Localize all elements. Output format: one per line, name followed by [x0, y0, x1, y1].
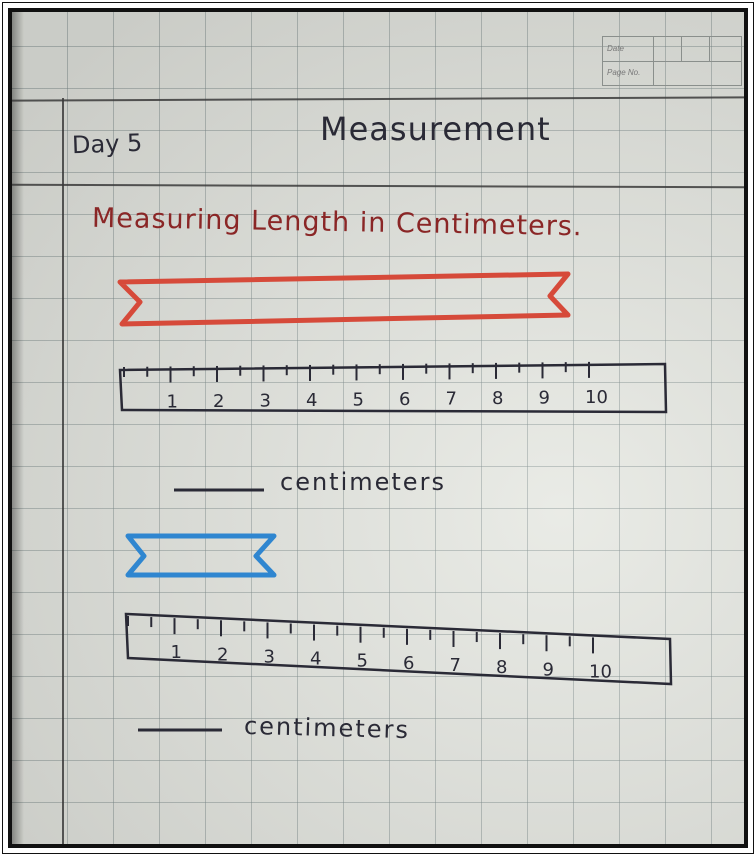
paper-shading [12, 12, 744, 844]
ruler-1-label: 2 [213, 391, 224, 412]
ruler-1-label: 4 [306, 390, 317, 411]
ruler-2-label: 5 [357, 651, 368, 672]
page-fold-shadow [12, 12, 24, 844]
margin-line [62, 98, 64, 844]
drawings: 1 2 3 4 5 6 7 8 9 10 1 2 3 4 5 6 7 8 9 10 [117, 271, 673, 732]
ruler-1-label: 6 [399, 389, 410, 410]
ruler-2-label: 1 [171, 642, 182, 663]
ruler-1-label: 7 [446, 388, 457, 409]
centimeters-label-1: centimeters [280, 468, 446, 496]
ruler-2-body [124, 612, 673, 686]
date-page-box: Date Page No. [602, 36, 742, 86]
ruler-1-label: 9 [539, 387, 550, 408]
page-row: Page No. [603, 61, 741, 85]
ruler-1-label: 8 [492, 388, 503, 409]
centimeters-label-2: centimeters [243, 711, 411, 745]
red-strip [117, 271, 571, 327]
ruler-2-label: 3 [264, 646, 275, 667]
ruler-2-ticks [127, 616, 594, 654]
ruler-1-label: 3 [260, 390, 271, 411]
ruler-2-label: 7 [450, 655, 461, 676]
graph-paper [12, 12, 744, 844]
ruler-1-label: 1 [167, 391, 178, 412]
date-row: Date [603, 37, 741, 62]
ruler-1-ticks [123, 361, 590, 383]
photo-frame: Date Page No. Day 5 Measurement Measurin… [8, 8, 748, 848]
ruler-1-label: 5 [353, 389, 364, 410]
ruler-2-labels: 1 2 3 4 5 6 7 8 9 10 [171, 642, 612, 682]
ruler-1-body [118, 362, 668, 414]
date-label: Date [607, 44, 624, 53]
ruler-2-label: 6 [403, 653, 414, 674]
ruler-2-label: 9 [543, 659, 554, 680]
ruler-1-label: 10 [585, 387, 608, 408]
page-label: Page No. [607, 68, 641, 77]
ruler-2-label: 4 [310, 649, 321, 670]
ruler-2-label: 10 [589, 661, 612, 682]
blue-strip [125, 533, 277, 578]
page-title: Measurement [320, 110, 551, 148]
ruler-1-labels: 1 2 3 4 5 6 7 8 9 10 [167, 387, 608, 413]
ruler-2-label: 8 [496, 657, 507, 678]
ruler-2-label: 2 [217, 644, 228, 665]
